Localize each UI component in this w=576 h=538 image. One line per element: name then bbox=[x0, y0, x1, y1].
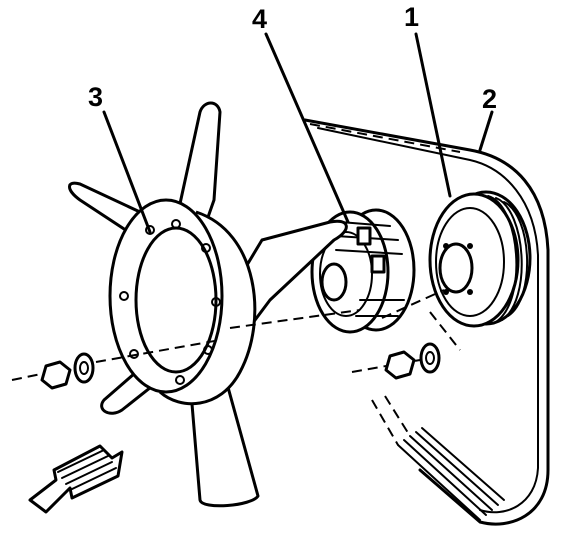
callout-3: 3 bbox=[88, 82, 104, 112]
leader-3 bbox=[102, 110, 152, 234]
callout-2: 2 bbox=[482, 84, 498, 114]
left-nut-and-washer bbox=[40, 352, 95, 390]
hub-bolt-holes bbox=[119, 219, 221, 385]
right-nut-and-washer bbox=[384, 342, 441, 380]
fan-assembly bbox=[68, 101, 348, 508]
pulley-grooves bbox=[487, 195, 529, 323]
leader-2 bbox=[478, 110, 494, 152]
drive-belt bbox=[303, 118, 550, 526]
water-pump-pulley bbox=[428, 190, 532, 328]
leader-lines bbox=[102, 32, 494, 234]
leader-1 bbox=[414, 32, 452, 198]
front-arrow-icon bbox=[28, 444, 124, 514]
callout-1: 1 bbox=[404, 2, 420, 32]
fan-shroud-ring bbox=[108, 198, 257, 406]
leader-4 bbox=[264, 32, 350, 224]
fan-blade-bottom bbox=[188, 378, 260, 508]
belt-ribs bbox=[397, 427, 505, 521]
callout-4: 4 bbox=[252, 4, 268, 34]
